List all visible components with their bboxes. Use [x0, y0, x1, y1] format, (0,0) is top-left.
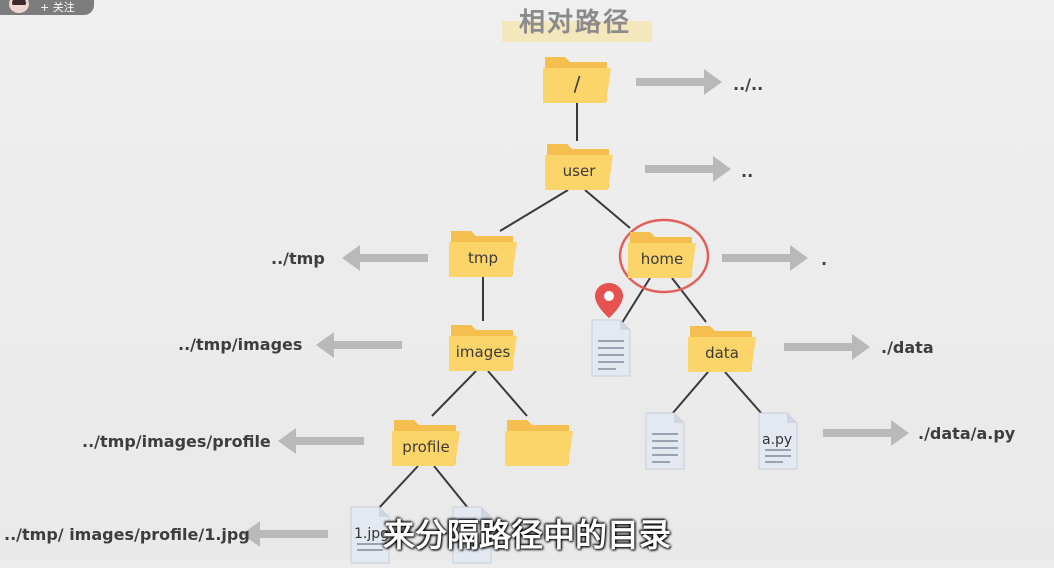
path-root: ../.. — [733, 75, 764, 94]
folder-home-label: home — [640, 250, 684, 268]
home-highlight-circle — [618, 218, 710, 294]
arrow-right-user — [645, 156, 731, 182]
avatar — [9, 0, 29, 13]
folder-icon — [628, 232, 696, 278]
video-subtitle: 来分隔路径中的目录 — [382, 516, 671, 554]
path-home: . — [821, 250, 828, 269]
document-icon — [350, 506, 390, 564]
document-icon — [591, 319, 631, 377]
edge-home-file — [619, 277, 651, 327]
file-a-py[interactable]: a.py — [758, 412, 798, 470]
follow-badge[interactable]: + 关注 — [0, 0, 94, 15]
path-tmp: ../tmp — [271, 249, 325, 268]
document-icon — [758, 412, 798, 470]
follow-label: + 关注 — [40, 1, 75, 14]
folder-icon — [449, 231, 517, 277]
edge-home-data — [671, 277, 707, 323]
location-pin-icon — [595, 283, 623, 318]
folder-data-label: data — [705, 344, 739, 362]
document-icon — [645, 412, 685, 470]
folder-home[interactable]: home — [628, 228, 696, 278]
arrow-left-profile — [278, 428, 364, 454]
title-highlight — [502, 21, 652, 42]
path-data: ./data — [881, 338, 934, 357]
folder-images-label: images — [455, 343, 511, 361]
file-data-doc[interactable] — [645, 412, 685, 470]
folder-profile[interactable]: profile — [392, 416, 460, 466]
folder-icon — [545, 144, 613, 190]
folder-icon — [505, 420, 573, 466]
folder-icon — [543, 57, 611, 103]
folder-unnamed[interactable] — [505, 416, 573, 466]
edge-data-apy — [724, 371, 763, 415]
file-profile-doc[interactable] — [452, 506, 492, 564]
folder-data[interactable]: data — [688, 322, 756, 372]
file-jpg-label: 1.jpg — [354, 526, 390, 542]
document-icon — [452, 506, 492, 564]
arrow-right-root — [636, 69, 722, 95]
file-home-doc[interactable] — [591, 319, 631, 377]
edge-profile-jpg — [377, 465, 419, 510]
file-jpg[interactable]: 1.jpg — [350, 506, 390, 564]
edge-images-profile — [431, 370, 477, 417]
folder-tmp[interactable]: tmp — [449, 227, 517, 277]
diagram-title: 相对路径 — [518, 8, 631, 38]
folder-profile-label: profile — [402, 438, 450, 456]
folder-user[interactable]: user — [545, 140, 613, 190]
arrow-left-tmp — [342, 245, 428, 271]
folder-tmp-label: tmp — [467, 249, 498, 267]
folder-root-label: / — [573, 72, 581, 96]
arrow-right-apy — [823, 420, 909, 446]
folder-images[interactable]: images — [449, 321, 517, 371]
arrow-left-images — [316, 332, 402, 358]
folder-icon — [449, 325, 517, 371]
path-jpg: ../tmp/ images/profile/1.jpg — [4, 525, 250, 544]
path-user: .. — [741, 162, 754, 181]
edge-data-doc — [671, 371, 709, 415]
arrow-right-data — [784, 334, 870, 360]
arrow-right-home — [722, 245, 808, 271]
path-images: ../tmp/images — [178, 335, 303, 354]
arrow-left-jpg — [242, 521, 328, 547]
file-a-py-label: a.py — [762, 432, 793, 448]
edge-profile-doc — [433, 465, 469, 509]
folder-icon — [392, 420, 460, 466]
path-profile: ../tmp/images/profile — [82, 432, 271, 451]
edge-user-tmp — [499, 189, 569, 232]
folder-root[interactable]: / — [543, 53, 611, 103]
path-arrows — [242, 69, 909, 547]
edge-images-folder — [487, 370, 528, 417]
edge-user-home — [584, 189, 631, 229]
folder-user-label: user — [562, 162, 596, 180]
path-a-py: ./data/a.py — [918, 424, 1016, 443]
folder-icon — [688, 326, 756, 372]
